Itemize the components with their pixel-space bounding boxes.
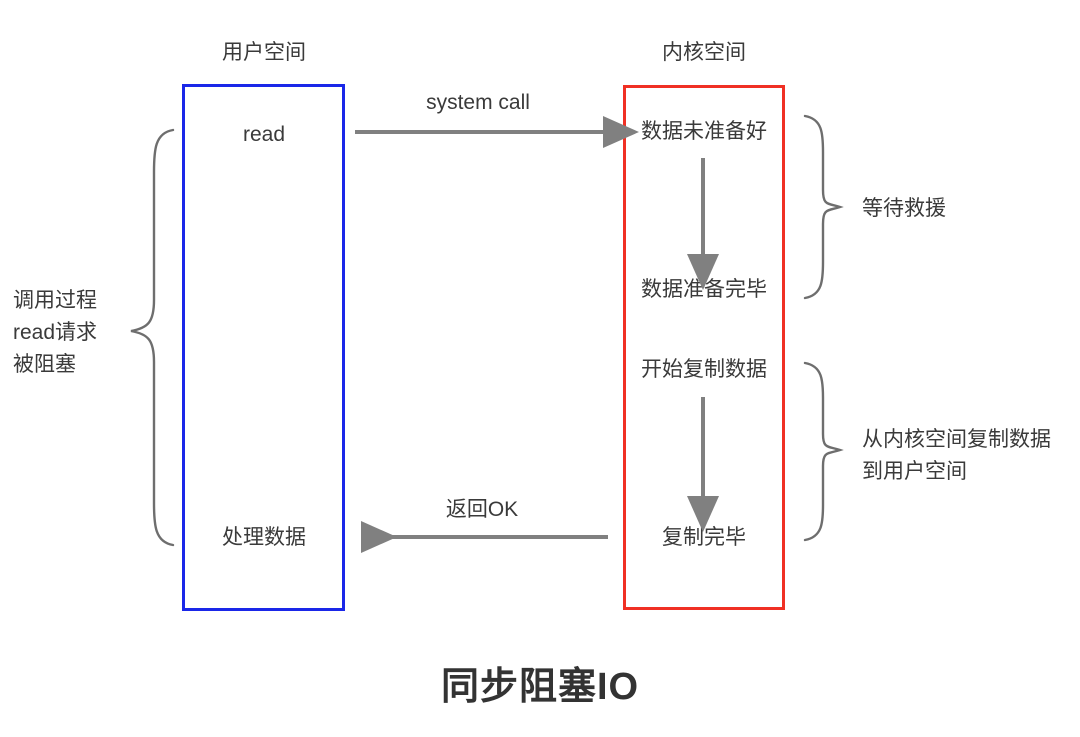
- left-brace: [130, 128, 175, 547]
- kernel-step-data-not-ready: 数据未准备好: [641, 120, 767, 143]
- wait-brace-annotation: 等待救援: [862, 197, 946, 220]
- system-call-label: system call: [426, 91, 530, 114]
- user-step-process-data: 处理数据: [222, 526, 306, 549]
- kernel-step-copy-done: 复制完毕: [662, 526, 746, 549]
- diagram-title: 同步阻塞IO: [440, 666, 640, 708]
- wait-brace: [803, 114, 844, 300]
- user-step-read: read: [242, 123, 286, 146]
- left-brace-annotation: 调用过程 read请求 被阻塞: [13, 289, 98, 376]
- kernel-space-header: 内核空间: [662, 41, 746, 64]
- copy-brace-annotation: 从内核空间复制数据 到用户空间: [862, 428, 1051, 483]
- kernel-space-box: [623, 85, 785, 610]
- user-space-box: [182, 84, 345, 611]
- return-ok-label: 返回OK: [445, 498, 519, 521]
- user-space-header: 用户空间: [222, 41, 306, 64]
- kernel-step-data-ready: 数据准备完毕: [641, 278, 767, 301]
- kernel-step-start-copy: 开始复制数据: [641, 358, 767, 381]
- copy-brace: [803, 361, 844, 542]
